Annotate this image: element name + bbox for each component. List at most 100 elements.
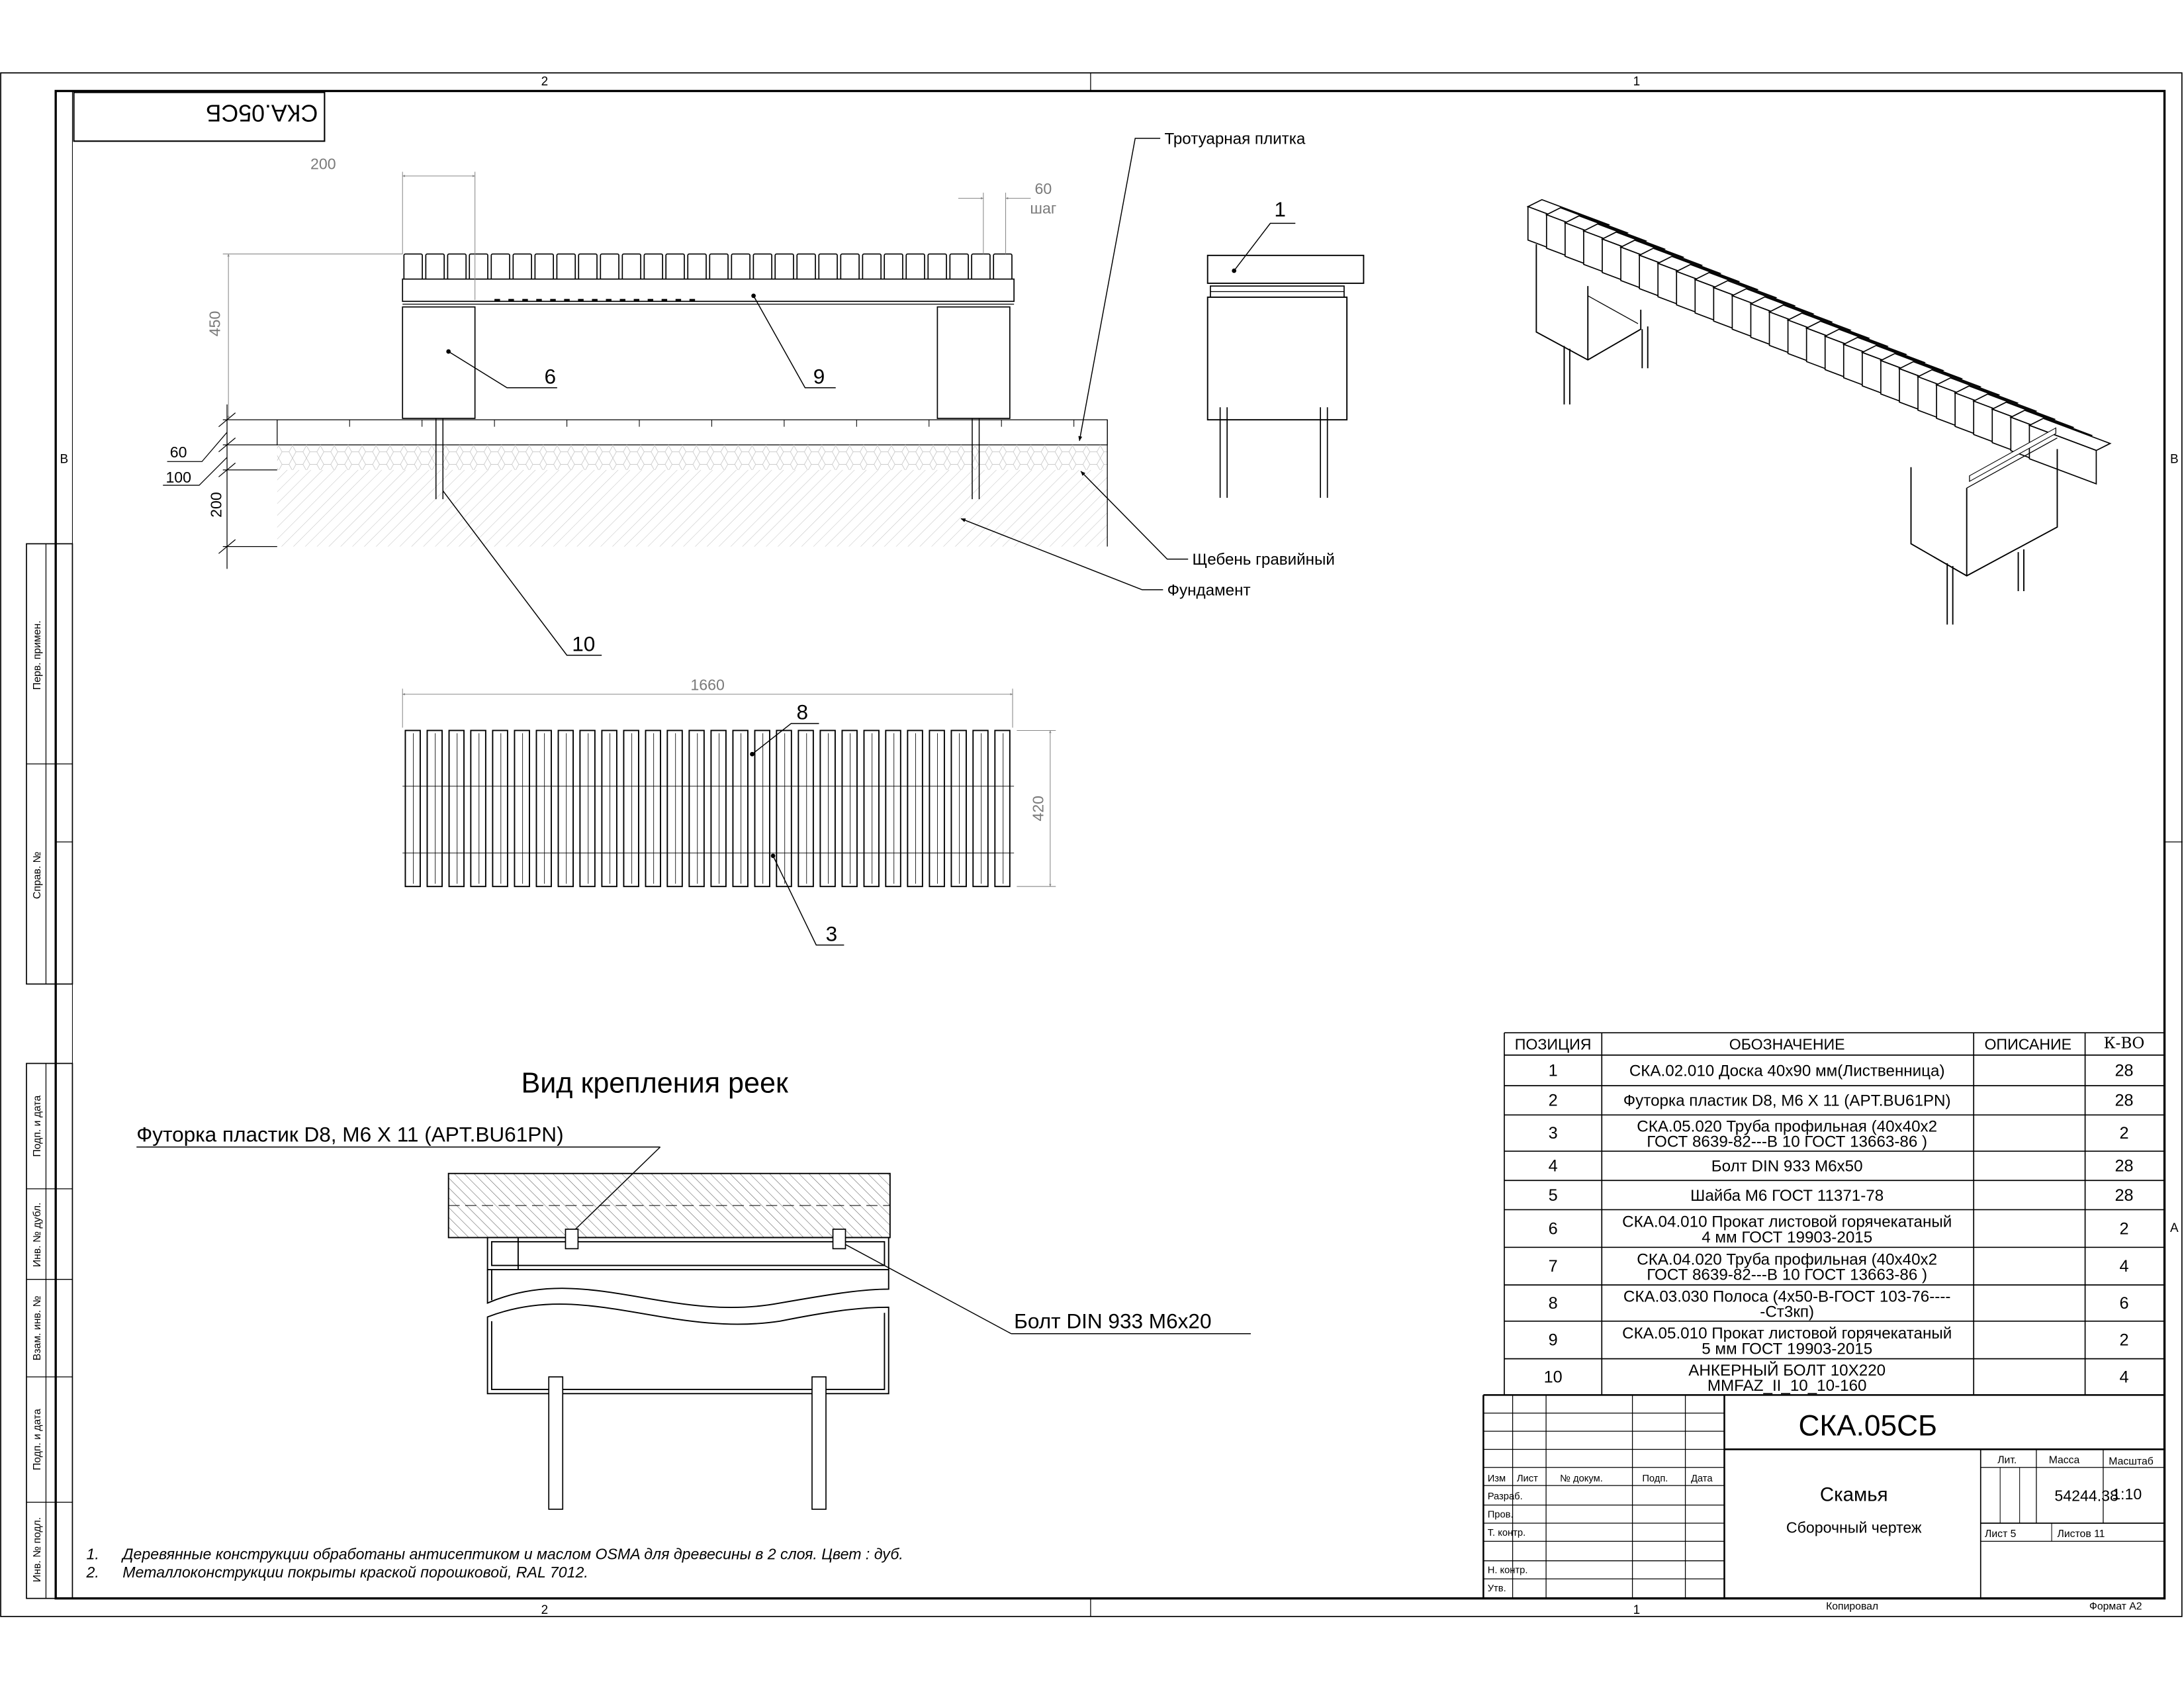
tb-head-date: Дата [1691, 1474, 1713, 1484]
front-slat [993, 253, 1013, 283]
tb-lit: Лит. [1997, 1454, 2017, 1466]
bom-head-qty: К-ВО [2104, 1035, 2145, 1052]
margin-inv-dubl: Инв. № дубл. [32, 1203, 43, 1268]
zone-right-b: B [2170, 452, 2179, 466]
margin-podp-data-2: Подп. и дата [32, 1409, 43, 1470]
notes: 1. Деревянные конструкции обработаны ант… [85, 1546, 903, 1581]
front-slat [556, 253, 576, 283]
leg-left [402, 306, 476, 419]
bom-qty: 28 [2115, 1061, 2133, 1080]
bom-head-pos: ПОЗИЦИЯ [1515, 1035, 1592, 1053]
dim-seat-overhang: 200 [310, 155, 336, 172]
bom-pos: 1 [1549, 1061, 1558, 1080]
bom-designation-line2: -Ст3кп) [1760, 1303, 1814, 1321]
front-slat [403, 253, 423, 283]
callout-8: 8 [796, 700, 808, 724]
bom-designation-line2: 4 мм ГОСТ 19903-2015 [1702, 1229, 1872, 1246]
top-slat [754, 729, 770, 888]
rotated-code-box: СКА.05СБ [73, 91, 326, 142]
bom-pos: 9 [1549, 1331, 1558, 1350]
front-slat [469, 253, 488, 283]
front-slat [665, 253, 685, 283]
dim-gravel-h: 100 [165, 469, 191, 486]
tb-scale: 1:10 [2112, 1485, 2142, 1503]
tb-sheet: Лист 5 [1985, 1528, 2017, 1540]
bom-designation-line1: СКА.05.020 Труба профильная (40х40х2 [1637, 1118, 1937, 1136]
footer-format: Формат A2 [2089, 1601, 2142, 1612]
bom-designation-line1: СКА.04.010 Прокат листовой горячекатаный [1622, 1213, 1952, 1231]
top-slat [645, 729, 661, 888]
top-slat [950, 729, 967, 888]
top-slat [819, 729, 836, 888]
front-slat [971, 253, 991, 283]
front-slat [731, 253, 751, 283]
slat-fastening-detail: Вид крепления реек Футорка пластик D8, M… [136, 1068, 1251, 1510]
margin-vzam-inv: Взам. инв. № [32, 1295, 43, 1360]
top-slat [929, 729, 945, 888]
dim-pitch-word: шаг [1030, 200, 1056, 217]
margin-sprav: Справ. № [32, 852, 43, 900]
top-view: 1660 420 8 3 [402, 676, 1056, 946]
callout-3: 3 [826, 921, 838, 945]
bom-designation-line2: ГОСТ 8639-82---В 10 ГОСТ 13663-86 ) [1647, 1133, 1927, 1151]
top-slat [404, 729, 421, 888]
top-slat [885, 729, 901, 888]
tb-name: Скамья [1820, 1483, 1888, 1505]
tb-role-tkontr: Т. контр. [1488, 1528, 1525, 1538]
bom-qty: 4 [2119, 1257, 2128, 1276]
label-foundation: Фундамент [1167, 581, 1251, 599]
tb-mass: 54244.38 [2054, 1487, 2118, 1504]
front-slat [774, 253, 794, 283]
detail-insert-label: Футорка пластик D8, M6 X 11 (APT.BU61PN) [136, 1122, 563, 1146]
bom-designation: Футорка пластик D8, M6 X 11 (APT.BU61PN) [1623, 1092, 1951, 1110]
top-slat [797, 729, 814, 888]
zone-bottom-right: 1 [1633, 1603, 1641, 1617]
top-slat [470, 729, 486, 888]
tb-sheets: Листов 11 [2057, 1528, 2105, 1540]
top-slat [841, 729, 858, 888]
dim-found-h: 200 [208, 492, 225, 518]
top-slat [448, 729, 465, 888]
top-slat [557, 729, 574, 888]
left-margin-stamp: Перв. примен. Справ. № Подп. и дата Инв.… [26, 543, 73, 1599]
front-slat [578, 253, 598, 283]
margin-perv-primen: Перв. примен. [32, 620, 43, 690]
top-slat [710, 729, 727, 888]
bom-pos: 2 [1549, 1092, 1558, 1110]
front-slat [752, 253, 772, 283]
bom-qty: 2 [2119, 1331, 2128, 1350]
bom-pos: 10 [1544, 1368, 1563, 1386]
tb-role-razrab: Разраб. [1488, 1491, 1523, 1502]
bom-designation-line1: СКА.03.030 Полоса (4х50-В-ГОСТ 103-76---… [1623, 1288, 1951, 1305]
leg-right [936, 306, 1011, 419]
dim-width: 420 [1029, 796, 1046, 821]
top-slat [579, 729, 596, 888]
tb-mass-head: Масса [2049, 1454, 2080, 1466]
dim-pitch: 60 [1034, 180, 1052, 197]
bom-pos: 3 [1549, 1124, 1558, 1143]
front-view: 200 60 шаг 450 60 100 200 6 9 10 [163, 130, 1335, 656]
note-1-text: Деревянные конструкции обработаны антисе… [120, 1546, 903, 1563]
paving-layer [277, 419, 1108, 445]
zone-right-a: A [2170, 1221, 2179, 1235]
front-slat [862, 253, 882, 283]
bom-designation: Шайба М6 ГОСТ 11371-78 [1690, 1187, 1884, 1205]
front-slat [905, 253, 925, 283]
front-slat [840, 253, 860, 283]
bom-head-description: ОПИСАНИЕ [1984, 1035, 2071, 1053]
front-slat [600, 253, 619, 283]
isometric-view [1526, 199, 2112, 625]
callout-10: 10 [572, 632, 595, 656]
front-slat [512, 253, 532, 283]
top-slat [907, 729, 923, 888]
callout-1: 1 [1274, 197, 1286, 221]
tb-role-utv: Утв. [1488, 1583, 1506, 1594]
top-slat [535, 729, 552, 888]
bom-designation: СКА.02.010 Доска 40х90 мм(Лиственница) [1629, 1062, 1945, 1080]
label-paving: Тротуарная плитка [1164, 130, 1305, 148]
top-slat [623, 729, 639, 888]
front-slat [927, 253, 947, 283]
top-slat [994, 729, 1011, 888]
